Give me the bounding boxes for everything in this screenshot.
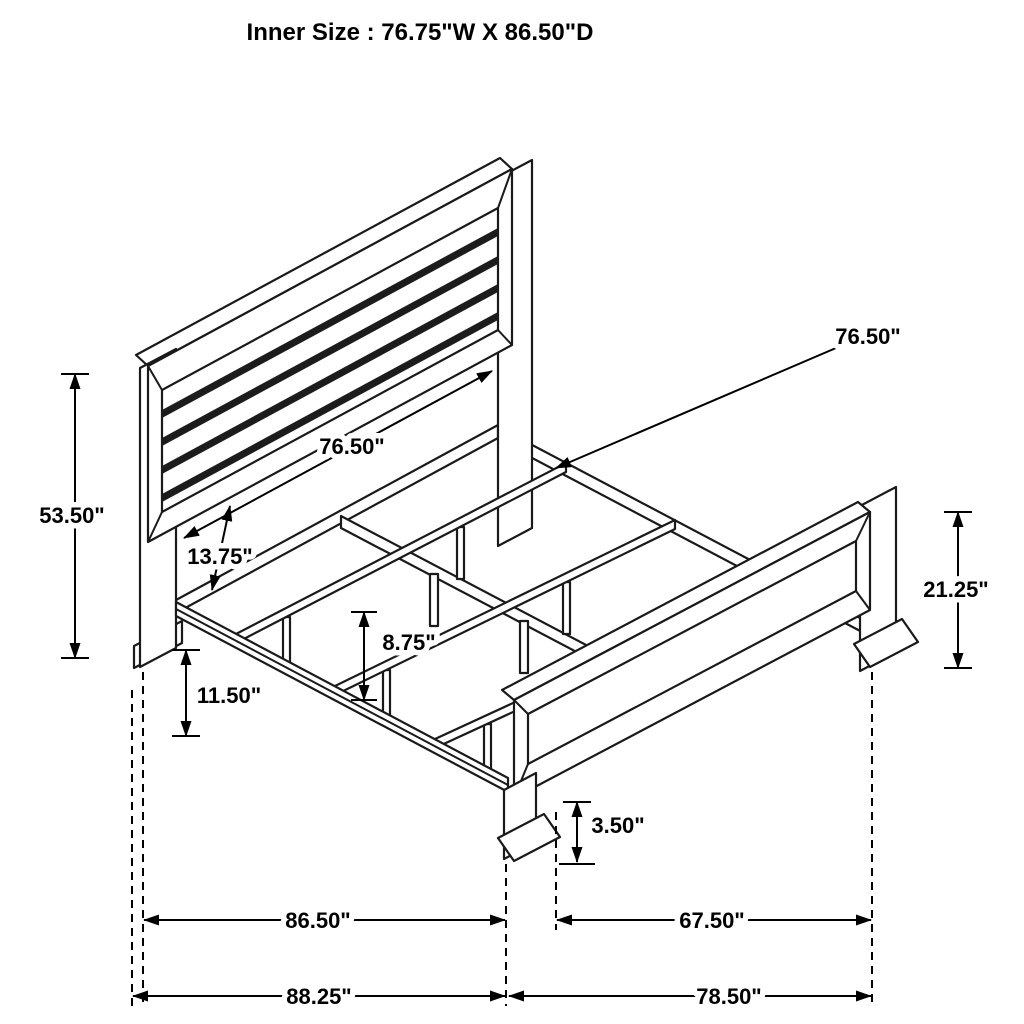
footboard-right-foot	[852, 617, 920, 669]
diagram-title: Inner Size : 76.75"W X 86.50"D	[247, 19, 594, 46]
dim-footboard-width-label: 67.50"	[679, 908, 744, 933]
dim-panel-offset-label: 13.75"	[187, 544, 252, 569]
support-leg	[561, 580, 572, 636]
dim-footboard-height-label: 21.25"	[923, 577, 988, 602]
dim-slat-length-leader	[555, 347, 837, 469]
footboard-miter	[513, 699, 529, 715]
dim-headboard-height-label: 53.50"	[39, 503, 104, 528]
dim-overall-length-label: 88.25"	[286, 984, 351, 1009]
dim-headboard-width-arrow	[183, 370, 493, 539]
headboard-miter	[147, 365, 163, 391]
support-leg	[455, 525, 466, 581]
dim-foot-height-label: 3.50"	[591, 813, 644, 838]
support-leg	[428, 572, 440, 628]
footboard	[500, 485, 920, 800]
headboard-miter	[497, 329, 513, 346]
bed-frame	[132, 156, 920, 863]
dimension-annotations: 53.50" 21.25" 76.50" 76.50" 13.75" 8.75"…	[34, 319, 994, 1015]
support-leg	[518, 619, 530, 675]
headboard-miter	[497, 168, 513, 209]
footboard-miter	[855, 511, 871, 542]
headboard-miter	[147, 511, 163, 543]
headboard-slat-strip	[162, 228, 498, 418]
dim-slat-leg-label: 8.75"	[382, 630, 435, 655]
dim-side-rail-length-label: 86.50"	[285, 908, 350, 933]
dim-slat-length-label: 76.50"	[835, 324, 900, 349]
dim-overall-width-label: 78.50"	[696, 984, 761, 1009]
dim-headboard-width-label: 76.50"	[319, 434, 384, 459]
dim-panel-offset-arrow	[209, 505, 233, 591]
footboard-miter	[855, 590, 871, 611]
front-foot	[496, 812, 562, 863]
side-rail-near-flange	[175, 608, 509, 786]
dim-rail-height-label: 11.50"	[197, 683, 261, 708]
